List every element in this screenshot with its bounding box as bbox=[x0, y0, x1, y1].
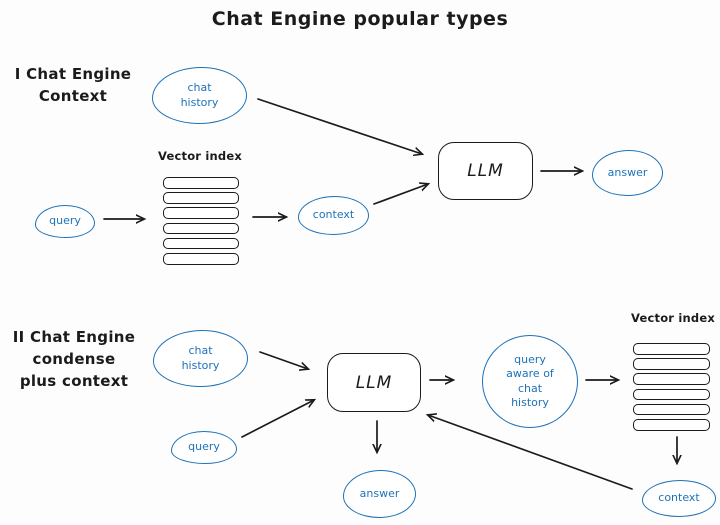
section2-context-node: context bbox=[642, 480, 716, 517]
arrow-context1-to-llm1 bbox=[373, 184, 428, 205]
section2-chat-history-node: chat history bbox=[153, 330, 248, 387]
vector-index-row bbox=[163, 237, 239, 250]
section1-heading: I Chat Engine Context bbox=[14, 65, 132, 105]
vector-index-row bbox=[163, 252, 239, 265]
section1-vector-index-label: Vector index bbox=[158, 149, 242, 163]
vector-index-row bbox=[633, 403, 710, 416]
section2-heading: II Chat Engine condense plus context bbox=[12, 328, 136, 390]
section2-llm-node: LLM bbox=[327, 353, 421, 412]
vector-index-row bbox=[633, 358, 710, 370]
vector-index-row bbox=[633, 373, 710, 385]
vector-index-row bbox=[163, 207, 239, 219]
section2-query-node: query bbox=[171, 431, 237, 464]
section2-query-aware-node: query aware of chat history bbox=[482, 335, 578, 428]
arrow-chat-history2-to-llm2 bbox=[259, 351, 308, 369]
section1-query-node: query bbox=[35, 205, 95, 238]
section1-vector-index bbox=[163, 177, 239, 265]
section2-vector-index bbox=[633, 343, 710, 431]
section1-chat-history-node: chat history bbox=[152, 67, 247, 124]
arrow-query2-to-llm2 bbox=[241, 400, 314, 438]
section2-vector-index-label: Vector index bbox=[631, 311, 715, 325]
section1-llm-node: LLM bbox=[438, 142, 533, 200]
vector-index-row bbox=[163, 192, 239, 204]
vector-index-row bbox=[633, 388, 710, 401]
vector-index-row bbox=[163, 222, 239, 235]
arrow-chat-history1-to-llm1 bbox=[257, 98, 422, 154]
vector-index-row bbox=[633, 343, 710, 355]
vector-index-row bbox=[163, 177, 239, 189]
section1-answer-node: answer bbox=[592, 150, 663, 196]
vector-index-row bbox=[633, 418, 710, 431]
diagram-title: Chat Engine popular types bbox=[211, 8, 509, 30]
section2-answer-node: answer bbox=[343, 470, 416, 518]
section1-context-node: context bbox=[298, 196, 369, 235]
